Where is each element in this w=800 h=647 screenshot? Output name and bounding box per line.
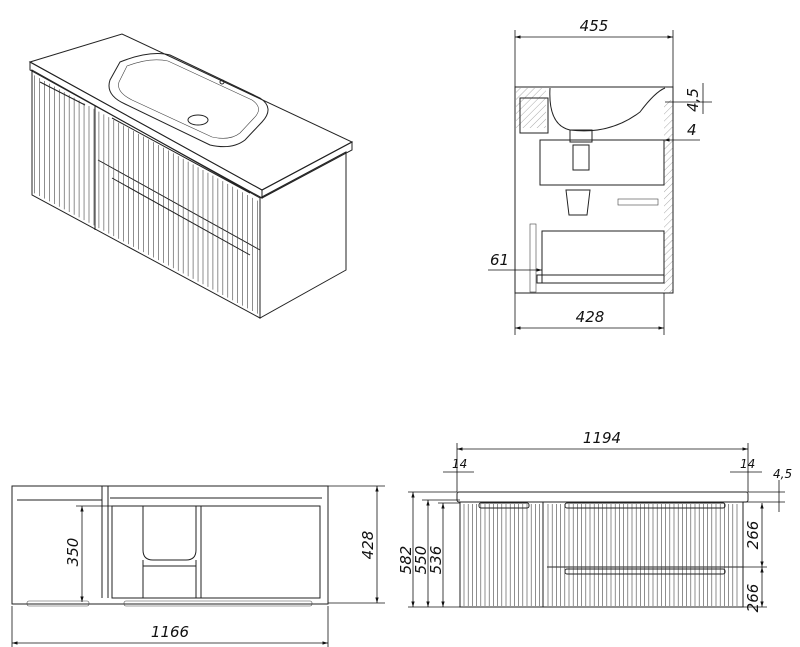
- side-section-view: 455 428 4,5 4 61: [488, 17, 712, 335]
- plan-view: 428 350 1166: [11, 485, 385, 647]
- dim-536: 536: [427, 546, 445, 575]
- dim-14-left: 14: [452, 457, 467, 471]
- dim-266-bottom: 266: [744, 584, 762, 613]
- drawer-box: [111, 505, 321, 599]
- dim-550: 550: [412, 546, 430, 575]
- dim-61: 61: [490, 251, 509, 269]
- drain: [187, 114, 209, 126]
- dim-4-5-front: 4,5: [773, 467, 792, 481]
- siphon-cutout: [142, 506, 197, 561]
- handle-right: [123, 600, 313, 607]
- dim-266-top: 266: [744, 521, 762, 550]
- countertop: [456, 491, 749, 503]
- countertop-side: [261, 141, 353, 199]
- siphon-cup: [565, 189, 591, 216]
- dim-455: 455: [580, 17, 609, 35]
- dim-1194: 1194: [583, 429, 621, 447]
- back-rail: [519, 97, 549, 134]
- door-handle: [39, 81, 86, 106]
- hatch-back: [516, 88, 546, 128]
- dim-428-plan: 428: [359, 531, 377, 560]
- dim-1166: 1166: [151, 623, 189, 641]
- drawer-front-section: [529, 223, 537, 293]
- cabinet-body: [459, 501, 744, 608]
- drawer-handle-bottom: [111, 177, 251, 256]
- dim-582: 582: [397, 546, 415, 575]
- basin-inner: [118, 59, 259, 139]
- dim-4-5-side: 4,5: [684, 88, 702, 112]
- dim-4-side: 4: [687, 121, 697, 139]
- upper-drawer: [539, 139, 665, 186]
- dim-350: 350: [64, 538, 82, 567]
- drawer-handle-top: [111, 117, 251, 194]
- flutes-front: [463, 504, 738, 606]
- plan-outline: [11, 485, 329, 605]
- dim-428-side: 428: [576, 308, 605, 326]
- handle-drawer-bottom: [564, 568, 726, 575]
- drawer-split: [97, 159, 261, 251]
- drawer-bottom: [536, 274, 665, 284]
- cabinet-side: [259, 151, 347, 319]
- rail: [617, 198, 659, 206]
- flutes: [34, 75, 258, 314]
- countertop-top: [28, 33, 354, 191]
- isometric-view: [28, 33, 354, 319]
- cabinet-front: [31, 69, 261, 319]
- siphon-pipe: [572, 144, 590, 171]
- hatch-front: [664, 100, 673, 293]
- dim-14-right: 14: [740, 457, 755, 471]
- front-view: 1194 14 14 4,5 266 266 582 550 536: [397, 429, 792, 612]
- handle-drawer-top: [564, 502, 726, 509]
- drain-body: [569, 129, 593, 143]
- handle-left: [26, 600, 90, 607]
- tap-hole: [219, 79, 225, 85]
- handle-door: [478, 502, 530, 509]
- basin-section: [549, 87, 666, 132]
- basin: [108, 53, 269, 148]
